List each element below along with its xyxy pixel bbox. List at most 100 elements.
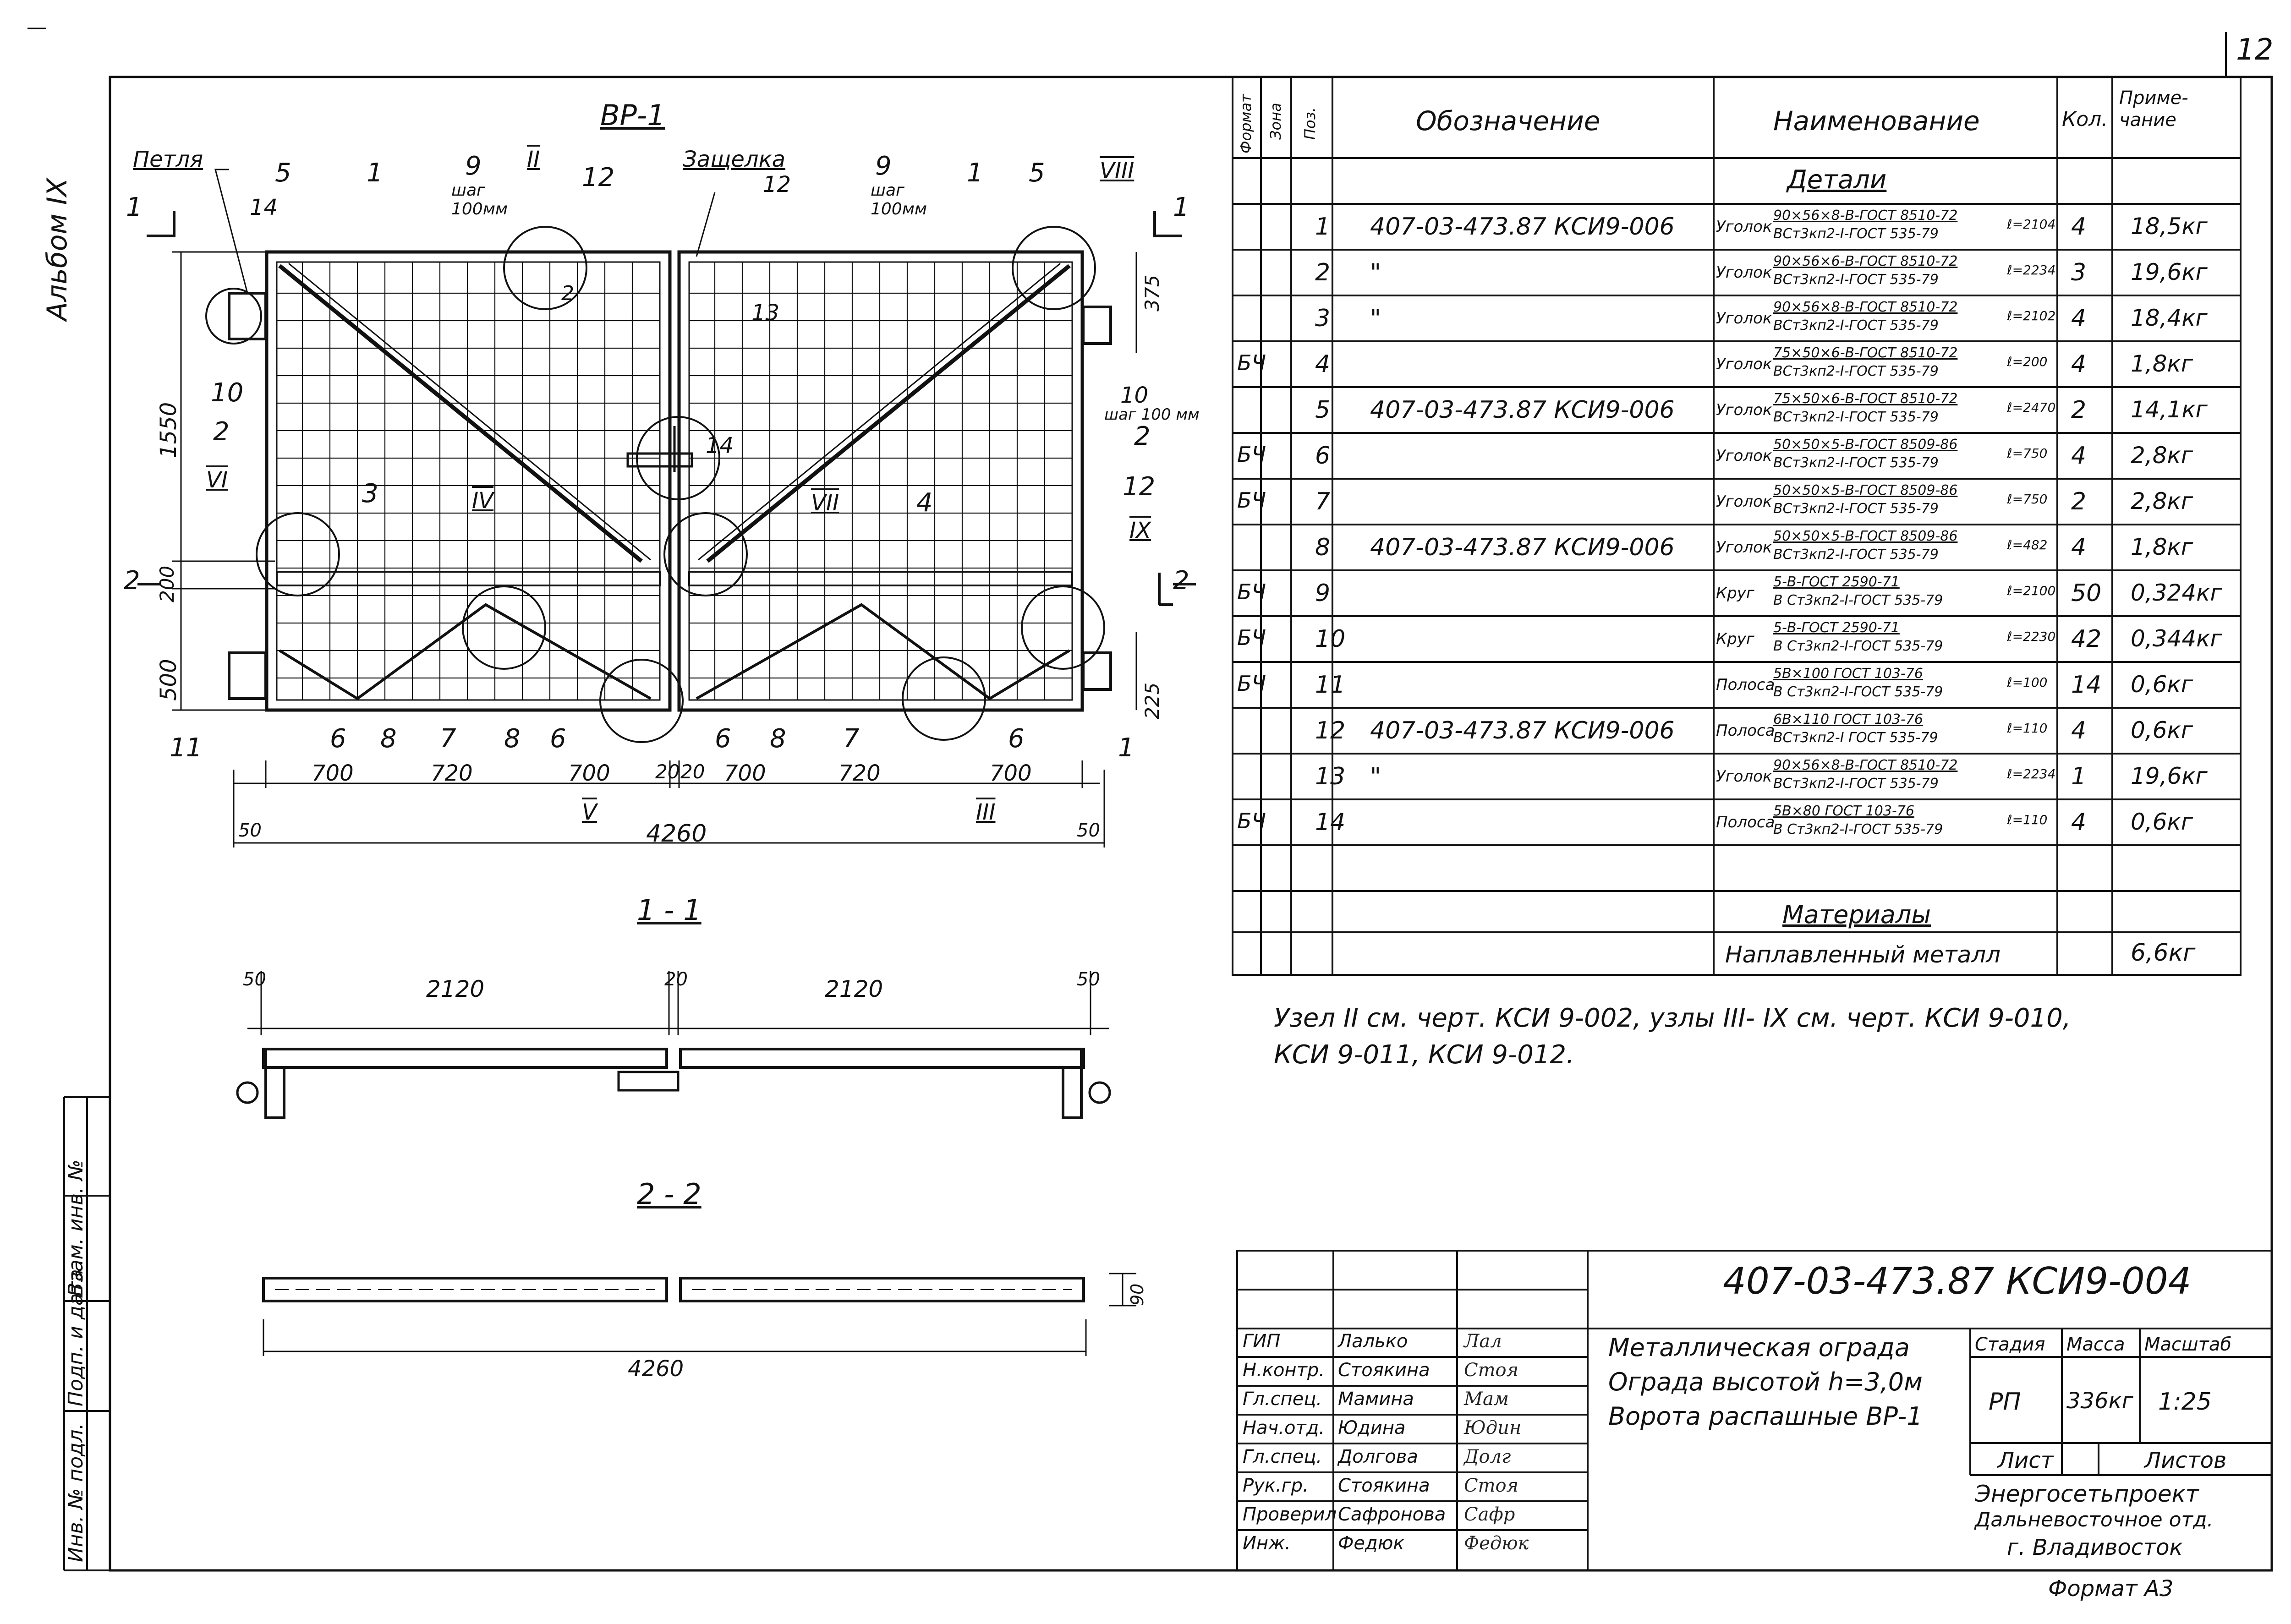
node-label-viii: VIII [1100, 158, 1135, 184]
bom-cell-pos: 6 [1315, 442, 1331, 470]
bom-cell-pos: 5 [1315, 396, 1331, 424]
section-1-title: 1 - 1 [637, 893, 702, 927]
dim-500: 500 [156, 659, 181, 701]
title-person-name: Сафронова [1338, 1504, 1446, 1525]
bom-cell-length: ℓ=2102 [2007, 308, 2056, 323]
dim-bottom-4: 20 [655, 760, 680, 783]
pos-label-3: 3 [362, 479, 378, 509]
bom-cell-qty: 2 [2071, 396, 2087, 424]
pos-label-13: 13 [751, 300, 780, 326]
sheet-number: 12 [2236, 33, 2274, 67]
bom-cell-spec-top: 90×56×6-В-ГОСТ 8510-72 [1773, 253, 1958, 269]
bom-cell-length: ℓ=482 [2007, 537, 2048, 552]
title-sheet-label: Лист [1998, 1448, 2054, 1473]
title-desc-2: Ограда высотой h=3,0м [1608, 1367, 1923, 1396]
bom-cell-length: ℓ=110 [2007, 812, 2048, 827]
dim-bottom-1: 700 [312, 760, 354, 786]
bom-cell-length: ℓ=750 [2007, 446, 2048, 461]
title-stage-label: Стадия [1975, 1334, 2045, 1355]
bom-header-qty: Кол. [2062, 108, 2108, 131]
pos-label-5b: 5 [1029, 158, 1045, 188]
node-label-vi: VI [206, 467, 228, 493]
bom-cell-kind: Уголок [1716, 538, 1772, 557]
bom-cell-note: 0,6кг [2131, 809, 2193, 835]
title-signature: Сафр [1464, 1504, 1515, 1525]
bom-cell-kind: Уголок [1716, 263, 1772, 282]
dim-bottom-8: 700 [990, 760, 1032, 786]
bom-cell-note: 19,6кг [2131, 763, 2208, 789]
title-mass-label: Масса [2066, 1334, 2125, 1355]
title-scale: 1:25 [2158, 1388, 2212, 1416]
pos-label-12b: 12 [763, 172, 791, 197]
pos-label-1c: 1 [1118, 733, 1135, 763]
bom-cell-qty: 2 [2071, 488, 2087, 515]
title-person-name: Мамина [1338, 1389, 1414, 1410]
bom-cell-qty: 4 [2071, 213, 2087, 241]
bom-cell-kind: Уголок [1716, 401, 1772, 419]
pos-label-9b: 9 [875, 151, 892, 181]
bom-cell-designation: " [1370, 305, 1381, 332]
node-label-v: V [582, 799, 597, 825]
bom-cell-note: 0,324кг [2131, 580, 2222, 606]
bom-cell-qty: 1 [2071, 763, 2087, 790]
bom-cell-spec-bottom: ВСт3кп2-I-ГОСТ 535-79 [1773, 226, 1939, 242]
pos-label-8: 8 [380, 724, 397, 754]
bom-cell-spec-top: 90×56×8-В-ГОСТ 8510-72 [1773, 299, 1958, 315]
bom-cell-designation: " [1370, 763, 1381, 790]
pos-label-10: 10 [211, 378, 244, 408]
bom-cell-length: ℓ=2470 [2007, 400, 2056, 415]
pos-label-7b: 7 [843, 724, 860, 754]
cut-mark-1-right: 1 [1173, 192, 1189, 222]
cut-mark-1-left: 1 [126, 192, 143, 222]
format-note: Формат A3 [2048, 1576, 2174, 1602]
bom-section-details: Детали [1787, 165, 1887, 195]
dim-edge-right: 50 [1077, 820, 1100, 841]
bom-cell-spec-bottom: В Ст3кп2-I-ГОСТ 535-79 [1773, 638, 1943, 654]
pos-label-14: 14 [250, 195, 278, 220]
bom-section-materials: Материалы [1782, 900, 1931, 929]
bom-cell-designation: 407-03-473.87 КСИ9-006 [1370, 213, 1675, 241]
bom-cell-format: БЧ [1237, 350, 1266, 375]
bom-cell-length: ℓ=100 [2007, 675, 2048, 690]
bom-header-format: Формат [1237, 94, 1255, 153]
bom-cell-pos: 13 [1315, 763, 1346, 790]
title-signature: Юдин [1464, 1417, 1522, 1438]
bom-cell-length: ℓ=2100 [2007, 583, 2056, 598]
bom-material-name: Наплавленный металл [1725, 941, 2001, 968]
bom-cell-spec-top: 50×50×5-В-ГОСТ 8509-86 [1773, 528, 1958, 544]
bom-cell-format: БЧ [1237, 671, 1266, 696]
bom-cell-kind: Круг [1716, 584, 1754, 602]
pos-label-5: 5 [275, 158, 291, 188]
bom-cell-spec-bottom: ВСт3кп2-I-ГОСТ 535-79 [1773, 501, 1939, 517]
bom-cell-kind: Уголок [1716, 218, 1772, 236]
title-desc-1: Металлическая ограда [1608, 1333, 1910, 1362]
title-stage: РП [1989, 1388, 2021, 1416]
bom-cell-pos: 3 [1315, 305, 1331, 332]
side-stamp-replace: Взам. инв. № [64, 1159, 88, 1296]
title-role: ГИП [1243, 1331, 1281, 1352]
pos-label-8c: 8 [770, 724, 786, 754]
pos-label-6d: 6 [1008, 724, 1025, 754]
bom-cell-spec-bottom: ВСт3кп2-I-ГОСТ 535-79 [1773, 363, 1939, 379]
bom-cell-spec-bottom: ВСт3кп2-I-ГОСТ 535-79 [1773, 455, 1939, 471]
dim-11-gap: 20 [664, 969, 688, 990]
title-role: Н.контр. [1243, 1360, 1325, 1381]
pos-label-4: 4 [916, 488, 933, 518]
bom-cell-spec-bottom: В Ст3кп2-I-ГОСТ 535-79 [1773, 821, 1943, 837]
bom-cell-spec-top: 50×50×5-В-ГОСТ 8509-86 [1773, 482, 1958, 498]
bom-cell-note: 0,6кг [2131, 717, 2193, 744]
bom-cell-qty: 3 [2071, 259, 2087, 286]
dim-11-leaf-right: 2120 [825, 976, 883, 1002]
bom-material-note: 6,6кг [2131, 939, 2196, 967]
dim-225: 225 [1141, 682, 1163, 719]
bom-header-name: Наименование [1773, 105, 1980, 137]
label-step-side: шаг 100 мм [1104, 405, 1200, 424]
bom-cell-spec-bottom: В Ст3кп2-I-ГОСТ 535-79 [1773, 684, 1943, 700]
label-petlya: Петля [133, 147, 203, 172]
title-mass: 336кг [2066, 1388, 2133, 1414]
bom-cell-length: ℓ=110 [2007, 721, 2048, 736]
bom-cell-designation: " [1370, 259, 1381, 286]
title-signature: Долг [1464, 1446, 1511, 1467]
pos-label-1: 1 [367, 158, 383, 188]
